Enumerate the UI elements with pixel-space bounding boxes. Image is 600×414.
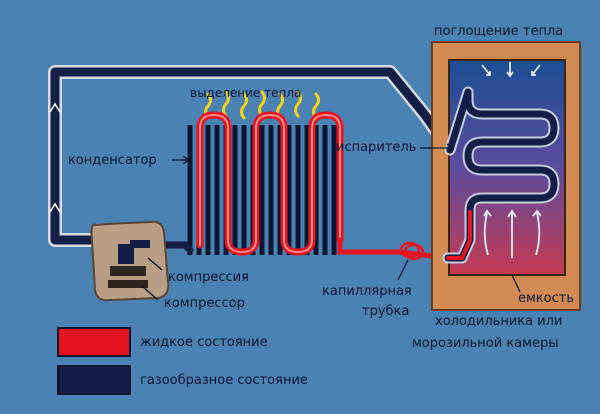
flow-direction-arrows [49,102,61,213]
compressor-discharge-pipe [156,241,194,254]
condenser-label: конденсатор [68,153,157,168]
liquid-pipe [337,237,451,261]
legend-label-liquid: жидкое состояние [140,335,268,350]
heat-absorption-label: поглощение тепла [434,24,564,39]
compression-label: компрессия [168,270,249,285]
evaporator-coil [444,88,558,262]
legend-swatch-liquid [57,327,131,357]
legend-swatch-gas [57,365,131,395]
evaporator-label: испаритель [336,140,417,155]
leader-lines [141,143,521,301]
chamber-label-line2: холодильника или [435,314,563,329]
legend-label-gas: газообразное состояние [140,373,308,388]
gas-pipe [50,67,455,245]
compressor-label: компрессор [164,296,245,311]
compressor-unit [90,220,170,302]
air-flow-arrows [481,62,542,258]
capillary-tube-label-line1: капиллярная [322,284,412,299]
chamber-label-line1: емкость [518,291,574,306]
chamber-label-line3: морозильной камеры [412,336,559,351]
capillary-coil [399,241,425,261]
capillary-tube-label-line2: трубка [362,304,410,319]
heat-release-label: выделение тепла [190,86,302,100]
